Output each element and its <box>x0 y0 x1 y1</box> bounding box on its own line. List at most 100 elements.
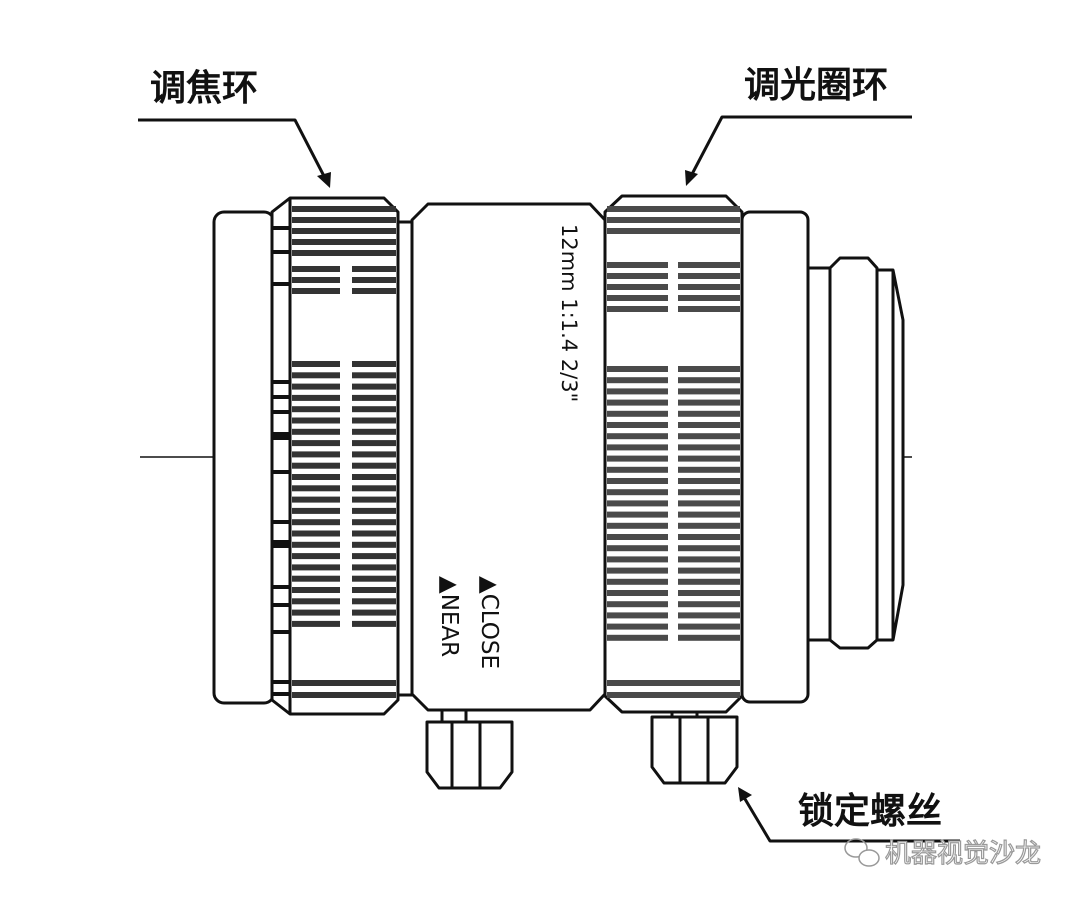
iris-ring-leader <box>688 115 912 179</box>
iris-grip-rib <box>678 500 740 507</box>
focus-scale-tick <box>273 692 289 696</box>
focus-grip-rib <box>292 372 340 379</box>
focus-grip-rib <box>292 620 340 627</box>
iris-grip-rib <box>678 590 740 596</box>
iris-grip-rib <box>678 567 740 574</box>
iris-grip-rib <box>678 455 740 462</box>
focus-ring-label: 调焦环 <box>150 68 258 109</box>
iris-grip-rib <box>607 295 668 301</box>
focus-scale-tick <box>273 432 289 436</box>
iris-grip-rib <box>607 567 668 574</box>
focus-grip-rib <box>352 598 396 605</box>
iris-grip-rib <box>607 284 668 290</box>
iris-grip-rib <box>678 612 740 619</box>
iris-grip-rib <box>678 433 740 440</box>
iris-grip-rib <box>678 273 740 279</box>
iris-grip-rib <box>607 545 668 552</box>
iris-grip-rib <box>678 262 740 268</box>
focus-scale-tick <box>273 226 289 230</box>
iris-grip-rib <box>678 366 740 372</box>
near-marking: ▲NEAR <box>436 576 462 657</box>
focus-scale-tick <box>273 250 289 254</box>
focus-grip-rib <box>352 266 396 272</box>
focus-grip-rib <box>352 428 396 435</box>
focus-grip-rib <box>352 564 396 571</box>
focus-grip-rib <box>292 266 340 272</box>
ring-spacer <box>396 220 414 697</box>
iris-grip-rib <box>607 444 668 451</box>
iris-grip-rib <box>607 388 668 395</box>
focus-lock-screw <box>425 710 514 790</box>
focus-grip-rib <box>352 474 396 480</box>
focus-grip-rib <box>352 609 396 616</box>
focus-grip-rib <box>292 692 396 698</box>
focus-grip-rib <box>292 288 340 294</box>
iris-grip-rib <box>607 623 668 630</box>
focus-scale-tick <box>273 630 289 634</box>
iris-grip-rib <box>678 284 740 290</box>
iris-grip-rib <box>607 534 668 540</box>
iris-grip-rib <box>678 306 740 312</box>
iris-grip-rib <box>678 388 740 395</box>
iris-grip-rib <box>678 601 740 608</box>
iris-grip-rib <box>678 422 740 428</box>
focus-grip-rib <box>292 417 340 424</box>
close-marking: ▲CLOSE <box>476 576 502 669</box>
iris-grip-rib <box>678 478 740 484</box>
arrow-head-icon <box>738 787 752 802</box>
iris-grip-rib <box>607 590 668 596</box>
wechat-icon <box>844 838 880 867</box>
iris-grip-rib <box>607 511 668 518</box>
lens-spec-marking: 12mm 1:1.4 2/3" <box>557 224 581 402</box>
focus-grip-rib <box>292 462 340 469</box>
focus-grip-rib <box>352 496 396 503</box>
focus-grip-rib <box>292 440 340 447</box>
focus-grip-rib <box>352 462 396 469</box>
iris-grip-rib <box>607 601 668 608</box>
focus-grip-rib <box>292 587 340 593</box>
focus-scale-tick <box>273 680 289 684</box>
focus-grip-rib <box>352 620 396 627</box>
lens-barrel <box>410 202 607 712</box>
focus-scale-tick <box>273 470 289 474</box>
iris-ring-label: 调光圈环 <box>744 65 888 106</box>
iris-grip-rib <box>607 273 668 279</box>
iris-grip-rib <box>607 366 668 372</box>
iris-grip-rib <box>607 489 668 496</box>
iris-grip-rib <box>607 522 668 529</box>
iris-grip-rib <box>607 466 668 473</box>
focus-grip-rib <box>292 217 396 223</box>
focus-grip-rib <box>292 474 340 480</box>
iris-grip-rib <box>607 500 668 507</box>
iris-grip-rib <box>607 217 740 223</box>
iris-grip-rib <box>678 522 740 529</box>
focus-scale-tick <box>273 410 289 414</box>
iris-grip-rib <box>678 634 740 641</box>
focus-grip-rib <box>352 372 396 379</box>
focus-grip-rib <box>292 485 340 492</box>
focus-grip-rib <box>352 417 396 424</box>
focus-ring-leader <box>138 118 328 181</box>
focus-grip-rib <box>352 485 396 492</box>
focus-grip-rib <box>292 541 340 548</box>
iris-grip-rib <box>678 545 740 552</box>
iris-grip-rib <box>678 410 740 417</box>
focus-grip-rib <box>352 277 396 283</box>
focus-scale-tick <box>273 544 289 548</box>
lock-screw-label: 锁定螺丝 <box>798 791 942 832</box>
focus-grip-rib <box>292 575 340 582</box>
iris-lock-screw <box>650 712 739 785</box>
focus-grip-rib <box>292 530 340 537</box>
focus-scale-tick <box>273 395 289 399</box>
front-cap <box>212 210 276 705</box>
focus-grip-rib <box>292 451 340 458</box>
focus-grip-rib <box>352 440 396 447</box>
focus-grip-rib <box>292 277 340 283</box>
iris-grip-rib <box>607 306 668 312</box>
focus-grip-rib <box>292 519 340 526</box>
watermark-text: 机器视觉沙龙 <box>885 839 1041 869</box>
focus-grip-rib <box>352 530 396 537</box>
focus-grip-rib <box>292 383 340 390</box>
arrow-head-icon <box>685 170 698 186</box>
